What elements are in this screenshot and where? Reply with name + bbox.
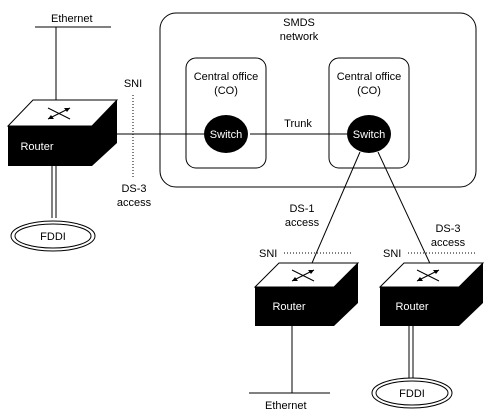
router-left-label: Router [20,141,53,153]
smds-network-box [159,12,477,188]
left-sni-label: SNI [124,78,142,90]
ds3-right-link-line [377,151,434,271]
trunk-label: Trunk [284,118,312,130]
router-bottom: Router [253,262,360,326]
router-right: Router [378,262,485,326]
switch-left [204,115,248,153]
central-office-left-box [185,57,267,169]
switch-right [347,115,391,153]
right-fddi-ring-outer [371,377,453,409]
central-office-left-line2: (CO) [214,85,238,97]
router-right-label: Router [395,301,428,313]
right-sni-label: SNI [383,248,401,260]
router-bottom-label: Router [272,301,305,313]
router-left: Router [6,99,119,166]
smds-title-line1: SMDS [283,17,315,29]
mid-access-line2: access [285,217,320,229]
left-fddi-label: FDDI [40,231,66,243]
central-office-right-box [328,57,410,169]
central-office-left-line1: Central office [194,71,259,83]
central-office-right-line2: (CO) [357,85,381,97]
central-office-right-line1: Central office [337,71,402,83]
left-access-line2: access [117,197,152,209]
left-fddi-ring-inner [14,223,92,249]
mid-sni-label: SNI [259,248,277,260]
right-fddi-label: FDDI [399,388,425,400]
right-access-line2: access [431,237,466,249]
ds1-link-line [308,151,361,271]
right-fddi-ring-inner [375,380,449,406]
top-ethernet-label: Ethernet [51,13,93,25]
bottom-ethernet-label: Ethernet [265,400,307,412]
mid-access-line1: DS-1 [289,203,314,215]
right-access-line1: DS-3 [435,223,460,235]
left-access-line1: DS-3 [121,183,146,195]
switch-left-label: Switch [210,129,242,141]
left-fddi-ring-outer [10,220,96,252]
switch-right-label: Switch [353,129,385,141]
smds-title-line2: network [280,31,319,43]
